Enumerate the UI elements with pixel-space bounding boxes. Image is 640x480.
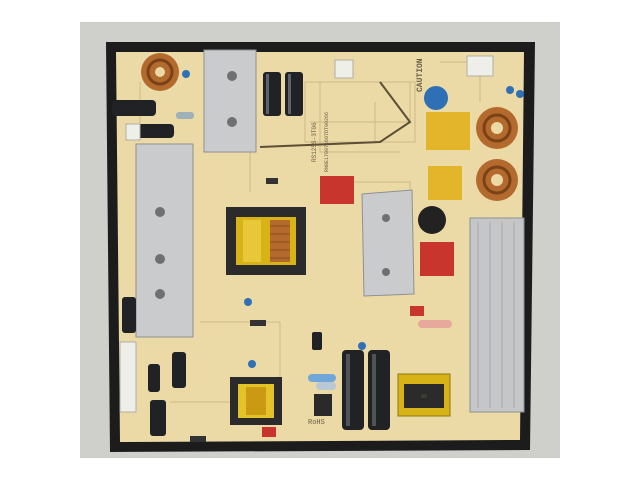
main-transformer: [226, 207, 306, 275]
film-capacitor-red-2: [420, 242, 454, 276]
thermistor-black: [418, 206, 446, 234]
heatsink-middle: [361, 189, 415, 297]
film-capacitor-red-bottom: [262, 427, 276, 437]
board-code: RS125S-3T06: [311, 122, 318, 162]
svg-text:9V: 9V: [421, 394, 427, 400]
caution-label: CAUTION: [416, 58, 425, 92]
pcb-illustration: 9V: [106, 42, 535, 452]
capacitor-left-horizontal: [112, 100, 174, 138]
serial-label: RN8E170071607DT00266: [324, 112, 330, 172]
screw-icon: [382, 268, 390, 276]
rohs-label: RoHS: [308, 419, 325, 427]
ceramic-capacitor-blue: [182, 70, 524, 368]
screw-icon: [155, 289, 165, 299]
pcb-photo: 9V: [80, 22, 560, 458]
screw-icon: [155, 207, 165, 217]
standby-transformer: [230, 377, 282, 425]
capacitor-top-pair: [263, 72, 303, 116]
isolation-line: [259, 81, 412, 148]
output-choke-yellow: 9V: [397, 373, 451, 417]
film-capacitor-red-1: [320, 176, 354, 204]
diode: [190, 178, 332, 442]
heatsink-top: [203, 49, 257, 153]
film-capacitor-red-small: [410, 306, 424, 316]
capacitor-small-black: [122, 297, 322, 436]
connector-white: [119, 55, 494, 413]
resistor: [176, 112, 452, 390]
toroid-inductor-top-left: [141, 53, 179, 91]
screw-icon: [382, 214, 390, 222]
heatsink-fins: [477, 222, 515, 408]
toroid-inductor-right-1: [476, 107, 518, 149]
screw-icon: [155, 254, 165, 264]
capacitor-bulk-pair: [342, 350, 390, 430]
heatsink-right: [469, 217, 525, 413]
heatsink-left: [135, 143, 194, 338]
film-capacitor-yellow-1: [426, 112, 470, 150]
screw-icon: [227, 117, 237, 127]
y-capacitor-blue-large: [424, 86, 448, 110]
film-capacitor-yellow-2: [428, 166, 462, 200]
toroid-inductor-right-2: [476, 159, 518, 201]
screw-icon: [227, 71, 237, 81]
